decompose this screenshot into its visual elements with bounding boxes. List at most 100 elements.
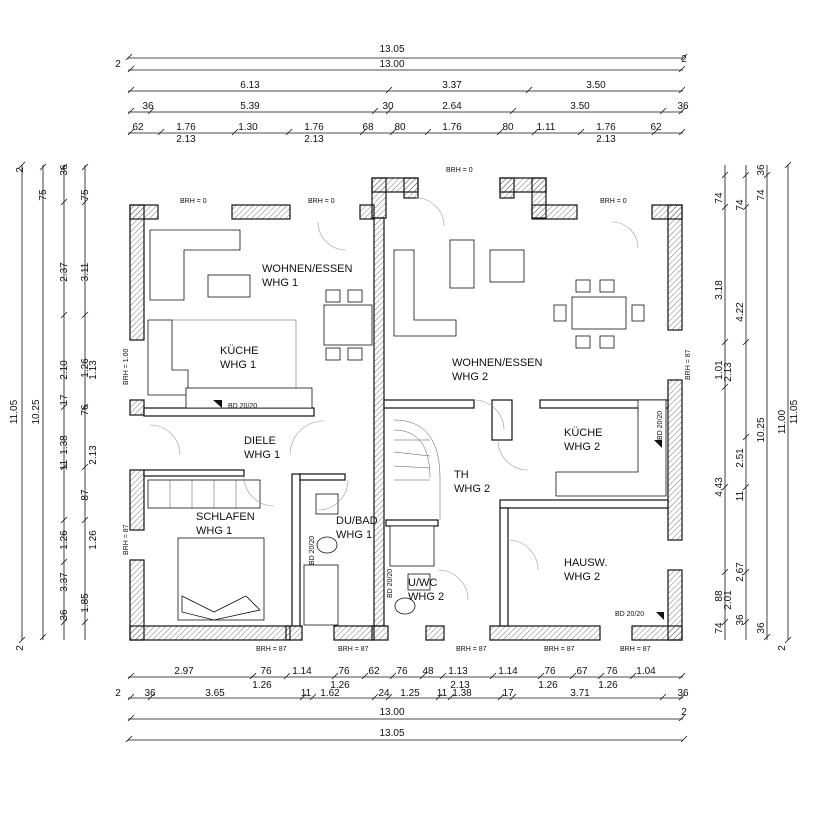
dim-bottom-seg1: 76 [606, 666, 618, 677]
dim-bottom-seg1: 76 [338, 666, 350, 677]
dim-right-chain-b: 36 [756, 164, 767, 176]
dim-left-chain-b: 76 [80, 404, 91, 416]
annotations: BRH = 0 BRH = 0 BRH = 0 BRH = 0 BRH = 1.… [123, 167, 692, 653]
dim-left-outer: 11.05 [9, 399, 20, 424]
note-bd: BD 20/20 [657, 411, 664, 440]
dim-top-seg3b: 2.13 [176, 134, 196, 145]
dim-bottom-seg1: 1.14 [292, 666, 312, 677]
note-brh: BRH = 87 [123, 524, 130, 555]
room-th2-unit: WHG 2 [454, 483, 490, 495]
room-kueche2-unit: WHG 2 [564, 441, 600, 453]
room-uwc2-name: U/WC [408, 577, 437, 589]
dim-bottom-seg1: 76 [544, 666, 556, 677]
dim-top-seg2: 36 [677, 101, 689, 112]
dim-left-chain: 87 [80, 489, 91, 501]
dim-right-chain-b: 36 [756, 622, 767, 634]
dim-right-chain: 74 [735, 199, 746, 211]
dim-right-chain: 2.01 [723, 590, 734, 610]
note-brh: BRH = 87 [685, 349, 692, 380]
room-hausw2-unit: WHG 2 [564, 571, 600, 583]
dim-right-chain: 36 [735, 614, 746, 626]
dim-right-chain: 1.01 [714, 360, 725, 380]
dim-top-seg2: 5.39 [240, 101, 260, 112]
dim-right-inner: 10.25 [756, 417, 767, 442]
dim-top-seg1: 3.50 [586, 80, 606, 91]
room-wohnen1-name: WOHNEN/ESSEN [262, 263, 353, 275]
dim-right-chain-b: 11.00 [777, 409, 788, 434]
dim-bottom-seg1: 76 [396, 666, 408, 677]
room-dubad1-name: DU/BAD [336, 515, 378, 527]
dim-bottom-corner-right: 2 [681, 707, 687, 718]
dim-top-seg2: 36 [142, 101, 154, 112]
dim-bottom-seg2: 1.25 [400, 688, 420, 699]
dim-top-total-outer: 13.05 [379, 44, 404, 55]
note-brh: BRH = 87 [338, 646, 369, 653]
interior-walls [143, 399, 669, 627]
dim-bottom-seg2: 17 [502, 688, 514, 699]
dim-bottom-seg2: 11 [301, 688, 312, 699]
room-schlafen1-unit: WHG 1 [196, 525, 232, 537]
note-brh: BRH = 87 [456, 646, 487, 653]
right-dimension-chains: 74 74 3.18 4.22 1.01 2.13 2.51 4.43 11 2… [714, 161, 800, 651]
dim-left-chain-b: 1.26 [80, 358, 91, 378]
room-uwc2-unit: WHG 2 [408, 591, 444, 603]
dim-left-chain: 1.26 [59, 530, 70, 550]
dim-left-chain: 17 [59, 394, 70, 406]
room-hausw2-name: HAUSW. [564, 557, 607, 569]
dim-left-chain-b: 36 [59, 164, 70, 176]
dim-bottom-seg2: 24 [378, 688, 390, 699]
dim-top-total-inner: 13.00 [379, 59, 404, 70]
dim-top-seg3: 1.11 [537, 122, 556, 133]
dim-right-outer: 11.05 [789, 399, 800, 424]
dim-bottom-seg2: 1.38 [452, 688, 472, 699]
dim-left-chain: 1.38 [59, 435, 70, 455]
dim-top-seg1: 3.37 [442, 80, 462, 91]
left-dimension-chains: 11.05 10.25 2 75 2.37 2.10 17 1.38 11 87… [9, 161, 99, 651]
dim-top-seg1: 6.13 [240, 80, 260, 91]
top-dimension-chains: 13.05 13.00 2 2 6.13 3.37 3.50 36 5.39 3… [115, 44, 689, 145]
note-bd: BD 20/20 [309, 536, 316, 565]
exterior-walls [129, 177, 683, 641]
dim-top-corner-left: 2 [115, 59, 121, 70]
dim-left-chain-b: 2.13 [88, 445, 99, 465]
dim-right-chain: 2.51 [735, 448, 746, 468]
dim-top-seg3: 1.76 [442, 122, 462, 133]
door-swings [149, 197, 639, 601]
dim-left-chain: 3.37 [59, 572, 70, 592]
room-th2-name: TH [454, 469, 469, 481]
room-diele1-name: DIELE [244, 435, 276, 447]
dim-top-seg3: 68 [362, 122, 374, 133]
dim-right-chain: 88 [714, 590, 725, 602]
note-bd: BD 20/20 [387, 569, 394, 598]
note-brh: BRH = 87 [544, 646, 575, 653]
dim-top-seg3b: 2.13 [304, 134, 324, 145]
dim-left-chain: 1.85 [80, 593, 91, 613]
dim-left-chain-b: 1.26 [88, 530, 99, 550]
dim-left-chain: 2 [15, 645, 26, 651]
dim-right-chain: 3.18 [714, 280, 725, 300]
dim-top-seg3: 1.30 [238, 122, 258, 133]
room-kueche1-unit: WHG 1 [220, 359, 256, 371]
dim-bottom-seg2: 1.62 [320, 688, 340, 699]
dim-top-seg2: 3.50 [570, 101, 590, 112]
dim-top-corner-right: 2 [681, 54, 687, 65]
dim-top-seg3: 62 [132, 122, 144, 133]
dim-left-chain: 2.37 [59, 262, 70, 282]
dim-bottom-seg1: 1.14 [498, 666, 518, 677]
dim-top-seg3: 1.76 [176, 122, 196, 133]
dim-left-inner: 10.25 [31, 399, 42, 424]
dim-bottom-seg1: 1.04 [636, 666, 656, 677]
dim-right-chain: 74 [714, 622, 725, 634]
dim-right-chain: 4.43 [714, 477, 725, 497]
dim-left-chain: 2 [15, 167, 26, 173]
dim-top-seg3: 1.76 [304, 122, 324, 133]
room-diele1-unit: WHG 1 [244, 449, 280, 461]
dim-bottom-seg1b: 1.26 [538, 680, 558, 691]
room-wohnen1-unit: WHG 1 [262, 277, 298, 289]
room-kueche2-name: KÜCHE [564, 427, 603, 439]
dim-top-seg3: 80 [394, 122, 406, 133]
dim-top-seg3: 62 [650, 122, 662, 133]
room-dubad1-unit: WHG 1 [336, 529, 372, 541]
dim-bottom-seg1: 48 [422, 666, 434, 677]
dim-right-chain: 2.67 [735, 562, 746, 582]
